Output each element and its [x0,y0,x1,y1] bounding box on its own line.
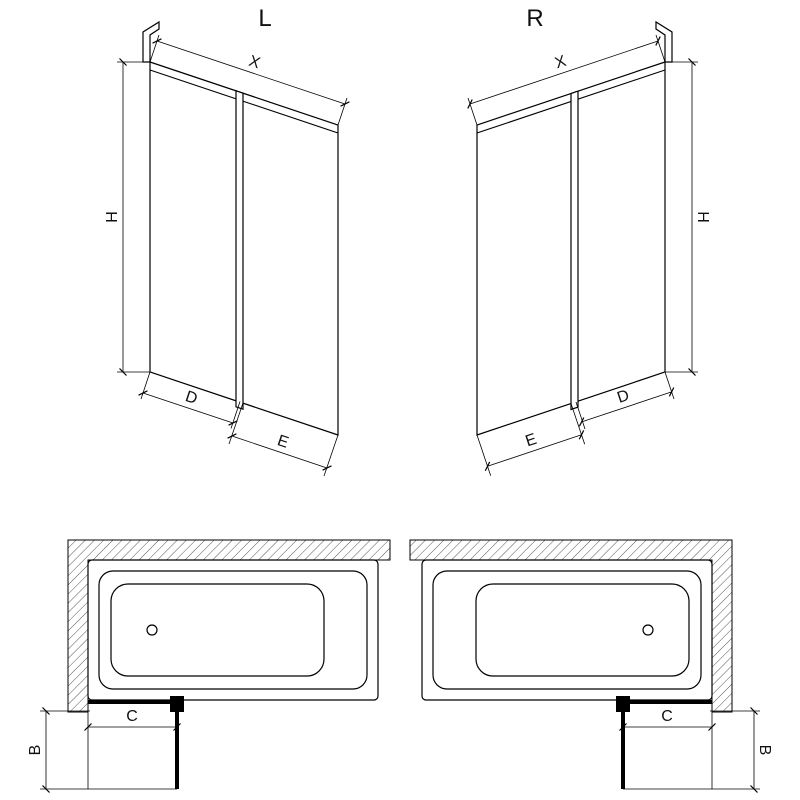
extension-line [323,434,339,477]
dim-d-label: D [183,388,199,408]
plan-right-view: B C [409,539,773,793]
bathtub-basin [110,583,325,677]
dimension-e: E [227,402,339,477]
dimension-h: H [665,58,711,376]
extension-line [575,401,586,430]
extension-line [664,371,675,400]
dimension-e: E [476,403,586,476]
dimension-c: C [619,708,716,731]
dim-b-label: B [756,745,773,756]
dimension-line [467,36,661,109]
drain [642,624,654,636]
dim-c-label: C [126,708,138,725]
extension-line [149,34,160,63]
extension-line [655,34,666,63]
plan-left-view: B C [27,539,391,793]
dimension-c: C [84,708,181,731]
dimension-b: B [710,707,773,793]
dim-e-label: E [275,432,290,451]
dimension-line [138,390,238,426]
dimension-line [578,387,675,427]
elevation-left-view: L X H D E [104,5,350,477]
dimension-d: D [575,371,675,430]
wall-hatched [67,539,391,713]
dim-x-label: X [247,53,263,73]
extension-line [476,434,492,476]
dim-e-label: E [523,431,538,450]
dimension-d: D [138,371,241,429]
dimension-line [484,430,585,471]
variant-r-title: R [526,5,543,32]
dim-c-label: C [661,708,673,725]
dim-b-label: B [27,745,44,756]
dimension-line [227,433,332,471]
extension-line [570,403,586,445]
dim-x-label: X [553,53,569,73]
elevation-right-view: R X H D E [467,5,711,476]
glass-panels [149,61,339,436]
bathtub-basin [475,583,690,677]
dimension-b: B [27,707,90,793]
dimension-line [152,38,350,107]
dim-h-label: H [694,211,711,223]
wall-hatched [409,539,733,713]
center-profile [570,90,579,411]
dimension-h: H [104,58,150,376]
drain [146,624,158,636]
center-profile [235,89,244,411]
dim-d-label: D [615,387,631,407]
dim-h-label: H [104,211,121,223]
variant-l-title: L [258,5,271,32]
extension-line [228,402,244,445]
